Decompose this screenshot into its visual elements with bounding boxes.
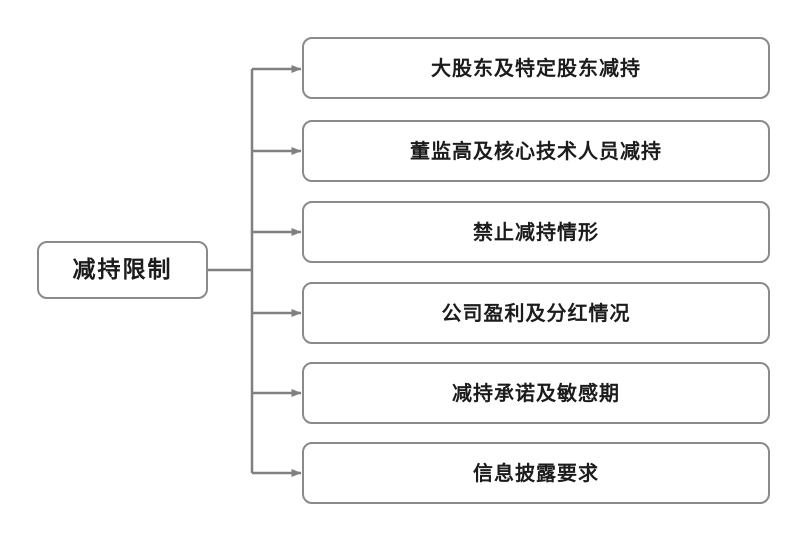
branch-node-prohibited-situations[interactable]: 禁止减持情形 bbox=[302, 201, 770, 263]
branch-node-profit-and-dividends[interactable]: 公司盈利及分红情况 bbox=[302, 282, 770, 344]
branch-node-executives-reduction[interactable]: 董监高及核心技术人员减持 bbox=[302, 120, 770, 182]
root-node-label: 减持限制 bbox=[72, 256, 173, 284]
branch-node-commitments-and-sensitive-period[interactable]: 减持承诺及敏感期 bbox=[302, 362, 770, 424]
branch-node-label: 大股东及特定股东减持 bbox=[431, 56, 641, 80]
branch-node-label: 禁止减持情形 bbox=[473, 220, 599, 244]
branch-node-label: 董监高及核心技术人员减持 bbox=[410, 139, 662, 163]
branch-node-label: 公司盈利及分红情况 bbox=[441, 301, 631, 325]
branch-node-major-shareholder-reduction[interactable]: 大股东及特定股东减持 bbox=[302, 37, 770, 99]
branch-node-label: 减持承诺及敏感期 bbox=[452, 381, 620, 405]
root-node[interactable]: 减持限制 bbox=[37, 241, 208, 299]
branch-node-label: 信息披露要求 bbox=[473, 461, 599, 485]
branch-node-disclosure-requirements[interactable]: 信息披露要求 bbox=[302, 442, 770, 504]
